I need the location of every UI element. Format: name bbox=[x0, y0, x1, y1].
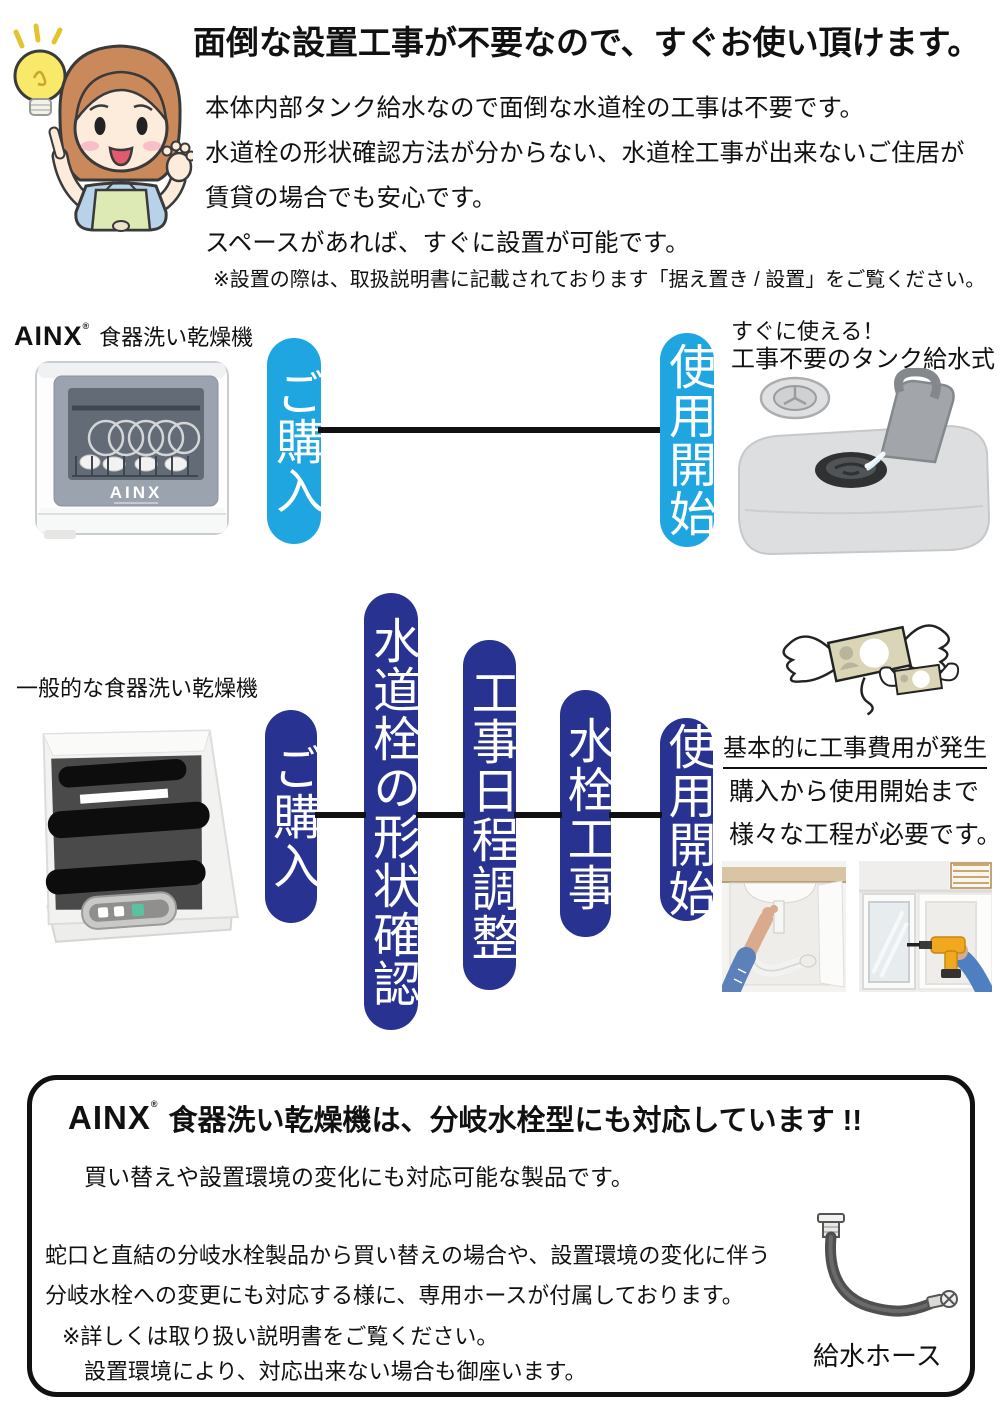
ainx-logo: AINX® bbox=[14, 320, 91, 351]
footer-note-line2: 設置環境により、対応出来ない場合も御座います。 bbox=[84, 1359, 587, 1384]
footer-title: 食器洗い乾燥機は、分岐水栓型にも対応しています !! bbox=[168, 1105, 862, 1137]
footer-body: 蛇口と直結の分岐水栓製品から買い替えの場合や、設置環境の変化に伴う 分岐水栓への… bbox=[45, 1236, 770, 1316]
water-supply-hose-illustration bbox=[817, 1213, 958, 1317]
flow-generic-step-1: ご購入 bbox=[265, 710, 318, 923]
flow-generic-connector-1 bbox=[315, 812, 366, 818]
ainx-footer-logo: AINX® bbox=[68, 1099, 159, 1136]
intro-line-4: スペースがあれば、すぐに設置が可能です。 bbox=[205, 230, 690, 257]
intro-text: 本体内部タンク給水なので面倒な水道栓の工事は不要です。 水道栓の形状確認方法が分… bbox=[205, 86, 965, 266]
under-sink-work-photo bbox=[722, 861, 846, 992]
tank-callout-line1: すぐに使える！ bbox=[731, 319, 885, 344]
intro-line-1: 本体内部タンク給水なので面倒な水道栓の工事は不要です。 bbox=[205, 95, 865, 122]
flow-generic-step-5: 使用開始 bbox=[660, 718, 714, 921]
flow-ainx-step-start: 使用開始 bbox=[660, 333, 714, 547]
hose-label: 給水ホース bbox=[813, 1341, 942, 1371]
ainx-machine-logo: AINX bbox=[110, 483, 163, 502]
setup-note: ※設置の際は、取扱説明書に記載されております「据え置き / 設置」をご覧ください… bbox=[213, 269, 986, 291]
cost-note-line1: 購入から使用開始まで bbox=[729, 778, 980, 806]
page-title: 面倒な設置工事が不要なので、すぐお使い頂けます。 bbox=[193, 24, 981, 61]
woman-with-lightbulb-illustration bbox=[13, 23, 193, 232]
tank-filling-image bbox=[738, 368, 991, 556]
flow-generic-connector-2 bbox=[416, 812, 465, 818]
flying-money-illustration bbox=[782, 624, 960, 716]
flow-generic-step-3: 工事日程調整 bbox=[463, 640, 517, 990]
flow-ainx-connector bbox=[318, 427, 662, 433]
footer-body-line2: 分岐水栓への変更にも対応する様に、専用ホースが付属しております。 bbox=[45, 1283, 744, 1308]
drill-work-photo bbox=[859, 861, 992, 992]
branch-faucet-info-box bbox=[27, 1075, 975, 1397]
ainx-dishwasher-image: AINX bbox=[35, 361, 229, 539]
intro-line-2: 水道栓の形状確認方法が分からない、水道栓工事が出来ないご住居が bbox=[205, 140, 965, 167]
flow-generic-step-2: 水道栓の形状確認 bbox=[364, 593, 418, 1030]
footer-body-line1: 蛇口と直結の分岐水栓製品から買い替えの場合や、設置環境の変化に伴う bbox=[45, 1243, 771, 1268]
footer-heading-row: AINX® 食器洗い乾燥機は、分岐水栓型にも対応しています !! bbox=[68, 1097, 862, 1139]
flow-ainx-step-purchase: ご購入 bbox=[267, 338, 321, 544]
cost-note-line2: 様々な工程が必要です。 bbox=[729, 821, 1000, 849]
cost-note-title: 基本的に工事費用が発生 bbox=[723, 728, 987, 769]
footer-note-line1: ※詳しくは取り扱い説明書をご覧ください。 bbox=[62, 1324, 499, 1349]
flow-generic-connector-4 bbox=[609, 812, 662, 818]
generic-product-label: 一般的な食器洗い乾燥機 bbox=[16, 676, 259, 701]
tank-callout-line2: 工事不要のタンク給水式 bbox=[731, 346, 995, 373]
footer-subtitle: 買い替えや設置環境の変化にも対応可能な製品です。 bbox=[84, 1164, 634, 1190]
ainx-brand-row: AINX® 食器洗い乾燥機 bbox=[14, 320, 253, 352]
flow-generic-step-4: 水栓工事 bbox=[560, 690, 613, 937]
ainx-product-label: 食器洗い乾燥機 bbox=[99, 325, 254, 350]
generic-dishwasher-illustration bbox=[42, 729, 239, 943]
lightbulb-icon bbox=[13, 49, 67, 103]
flow-generic-connector-3 bbox=[514, 812, 562, 818]
intro-line-3: 賃貸の場合でも安心です。 bbox=[205, 185, 497, 212]
